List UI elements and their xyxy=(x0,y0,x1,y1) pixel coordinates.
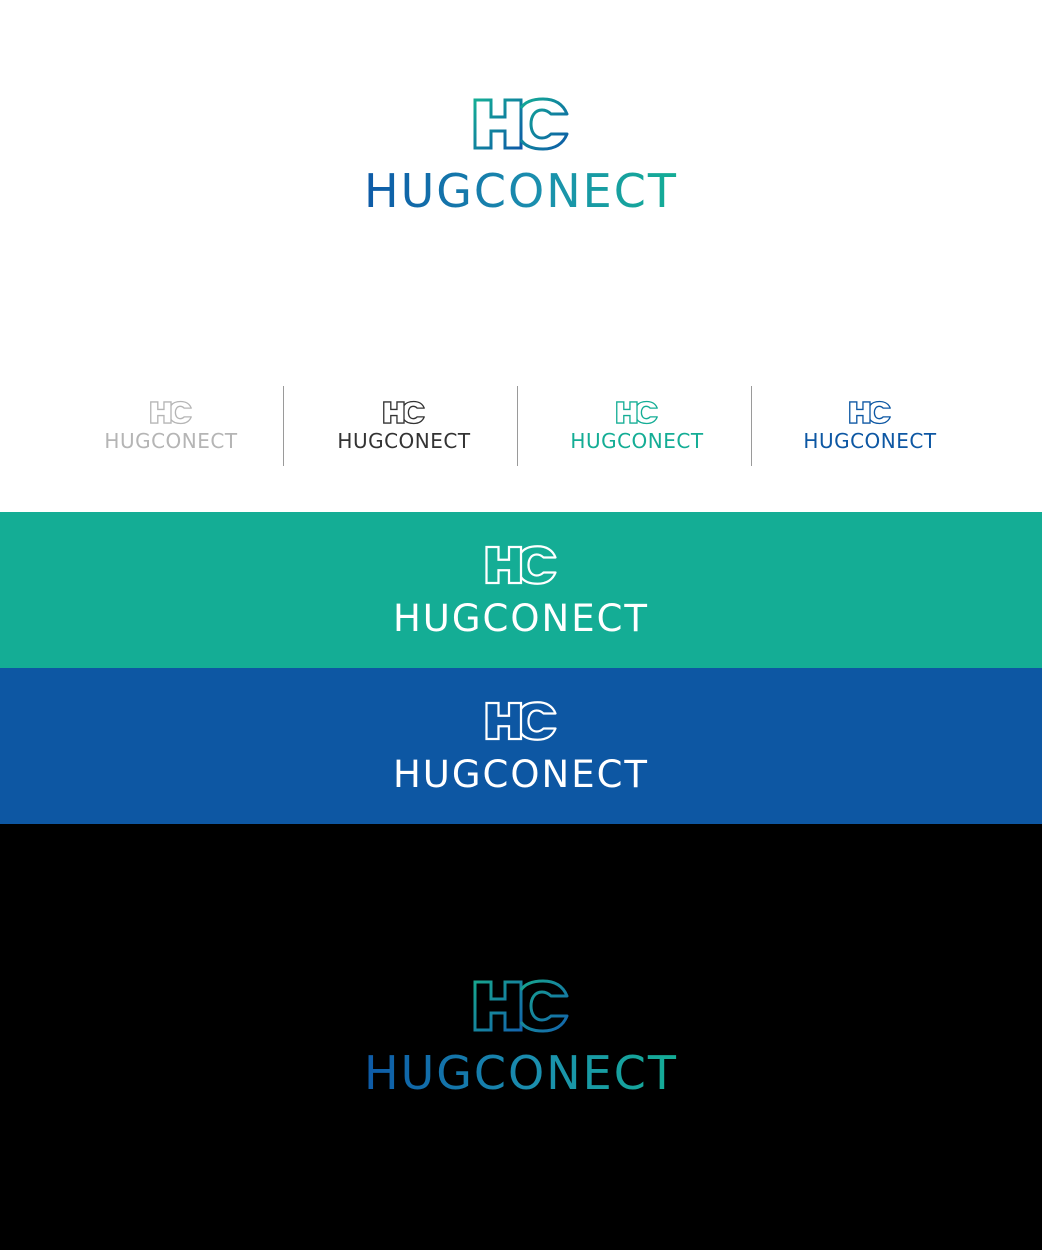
hc-monogram-outline-icon xyxy=(473,97,569,151)
hc-monogram-outline-icon xyxy=(616,400,658,425)
variant-wordmark: HUGCONECT xyxy=(337,429,471,453)
blue-band-logo: HUGCONECT xyxy=(371,700,671,793)
hc-monogram-outline-icon xyxy=(485,545,557,585)
divider xyxy=(283,386,284,466)
logo-variant-gray: HUGCONECT xyxy=(96,400,246,451)
color-variants-row: HUGCONECT HUGCONECT HUGCONECT HUGCONECT xyxy=(0,300,1042,512)
black-band-wordmark: HUGCONECT xyxy=(364,1046,678,1100)
hero-section: HUGCONECT xyxy=(0,0,1042,300)
logo-variant-dark: HUGCONECT xyxy=(329,400,479,451)
variant-wordmark: HUGCONECT xyxy=(104,429,238,453)
hc-monogram-outline-icon xyxy=(383,400,425,425)
variant-wordmark: HUGCONECT xyxy=(570,429,704,453)
blue-band-wordmark: HUGCONECT xyxy=(392,753,650,796)
teal-band-wordmark: HUGCONECT xyxy=(392,597,650,640)
divider xyxy=(517,386,518,466)
hc-monogram-outline-icon xyxy=(849,400,891,425)
blue-band: HUGCONECT xyxy=(0,668,1042,824)
logo-variant-blue: HUGCONECT xyxy=(795,400,945,451)
logo-variant-teal: HUGCONECT xyxy=(562,400,712,451)
black-band-logo: HUGCONECT xyxy=(341,978,701,1096)
hc-monogram-outline-icon xyxy=(473,979,569,1033)
teal-band: HUGCONECT xyxy=(0,512,1042,668)
teal-band-logo: HUGCONECT xyxy=(371,544,671,637)
divider xyxy=(751,386,752,466)
variant-wordmark: HUGCONECT xyxy=(803,429,937,453)
black-band: HUGCONECT xyxy=(0,824,1042,1250)
hc-monogram-outline-icon xyxy=(485,701,557,741)
hero-logo: HUGCONECT xyxy=(341,96,701,214)
hc-monogram-outline-icon xyxy=(150,400,192,425)
hero-wordmark: HUGCONECT xyxy=(364,164,678,218)
